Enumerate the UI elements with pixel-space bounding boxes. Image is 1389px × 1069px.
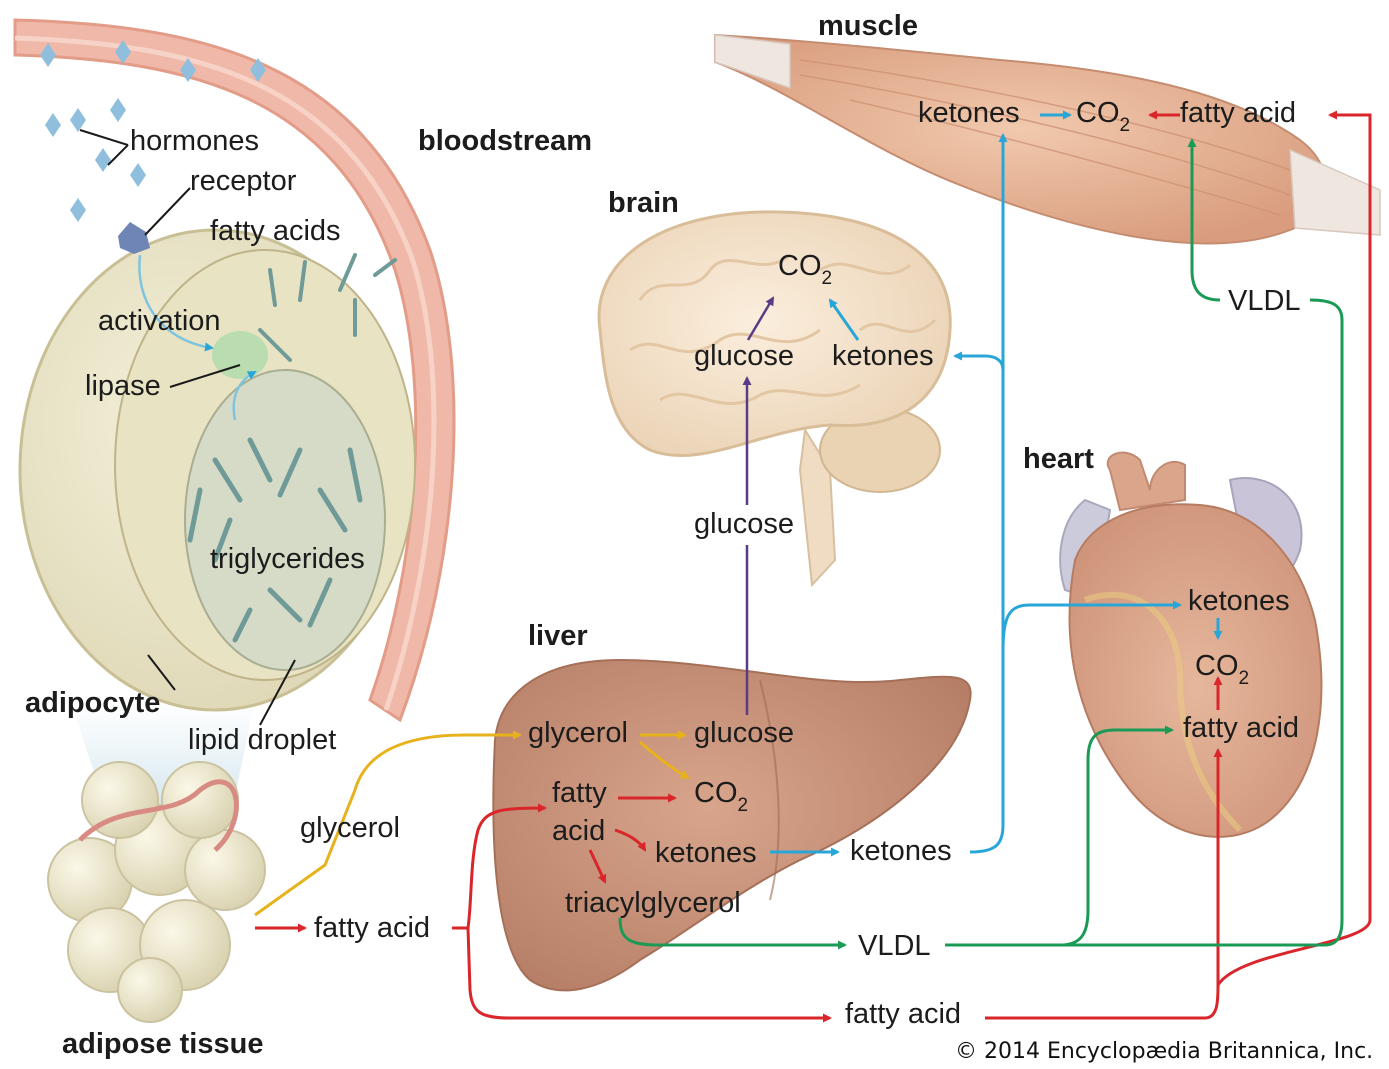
label-lipid-droplet: lipid droplet: [188, 724, 336, 756]
label-heart-fatty-acid: fatty acid: [1183, 712, 1299, 744]
label-vldl-muscle: VLDL: [1228, 285, 1301, 317]
lipid-droplet-shape: [185, 370, 385, 670]
label-liver: liver: [528, 620, 588, 652]
label-brain-ketones: ketones: [832, 340, 934, 372]
label-muscle: muscle: [818, 10, 918, 42]
label-glycerol-blood: glycerol: [300, 812, 400, 844]
copyright-notice: © 2014 Encyclopædia Britannica, Inc.: [955, 1039, 1373, 1064]
label-muscle-fatty-acid: fatty acid: [1180, 97, 1296, 129]
label-heart: heart: [1023, 443, 1094, 475]
label-liver-triacylglycerol: triacylglycerol: [565, 887, 741, 919]
muscle-illustration: [715, 35, 1380, 243]
label-vldl-out: VLDL: [858, 930, 931, 962]
label-brain: brain: [608, 187, 679, 219]
label-liver-glucose: glucose: [694, 717, 794, 749]
label-heart-ketones: ketones: [1188, 585, 1290, 617]
label-triglycerides: triglycerides: [210, 543, 365, 575]
label-ketones-out: ketones: [850, 835, 952, 867]
label-bloodstream: bloodstream: [418, 125, 592, 157]
label-adipocyte: adipocyte: [25, 687, 160, 719]
heart-illustration: [1060, 453, 1321, 837]
label-liver-fatty: fatty: [552, 777, 607, 809]
label-muscle-ketones: ketones: [918, 97, 1020, 129]
label-receptor: receptor: [190, 165, 297, 197]
label-adipose-tissue: adipose tissue: [62, 1028, 263, 1060]
receptor-protein: [118, 222, 150, 254]
label-lipase: lipase: [85, 370, 161, 402]
label-liver-glycerol: glycerol: [528, 717, 628, 749]
adipose-tissue-illustration: [48, 762, 265, 1022]
label-fatty-acid-bottom: fatty acid: [845, 998, 961, 1030]
label-fatty-acids: fatty acids: [210, 215, 341, 247]
ketones-to-brain-arrow: [955, 356, 1003, 370]
label-liver-acid: acid: [552, 815, 605, 847]
label-brain-glucose: glucose: [694, 340, 794, 372]
label-glucose-path: glucose: [694, 508, 794, 540]
ketones-to-muscle-arrow: [970, 135, 1003, 852]
label-fatty-acid-blood: fatty acid: [314, 912, 430, 944]
label-hormones: hormones: [130, 125, 259, 157]
label-liver-ketones: ketones: [655, 837, 757, 869]
label-activation: activation: [98, 305, 221, 337]
